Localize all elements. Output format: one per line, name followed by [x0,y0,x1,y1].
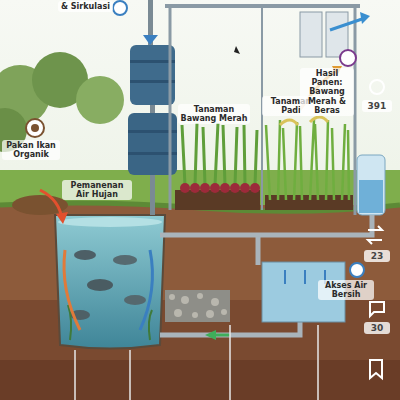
count-label: 30 [364,322,390,334]
rice-field [265,50,356,210]
count-label: 23 [364,250,390,262]
greenhouse-frame [165,5,370,215]
part-label: Akses Air Bersih [318,280,374,300]
part-label: Hasil Panen: Bawang Merah & Beras [300,68,354,116]
gravel-filter [165,290,230,322]
part-label: Tanaman Bawang Merah [178,104,250,124]
soil-layers [0,203,400,400]
count-label: 391 [362,100,392,112]
part-label: Pemanenan Air Hujan [62,180,132,200]
part-label: Pakan Ikan Organik [2,140,60,160]
onion-field [175,123,260,210]
clean-water-tank [357,155,385,215]
feed-arrow [12,119,68,224]
pipes [160,215,372,340]
part-label: & Sirkulasi [58,1,113,12]
fish-pond [55,215,165,349]
leader-lines [75,325,318,400]
